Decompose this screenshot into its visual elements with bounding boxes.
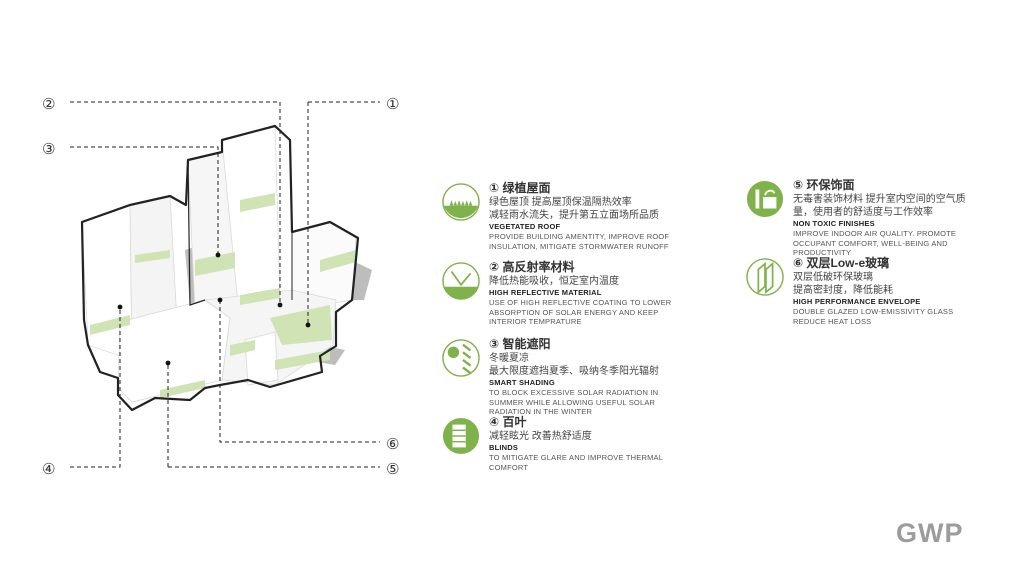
item-en-line: REDUCE HEAT LOSS xyxy=(793,316,872,326)
vegetated-roof-icon xyxy=(442,183,480,221)
item-title: ⑥ 双层Low-e玻璃 xyxy=(793,256,890,270)
item-cn-line: 双层低破环保玻璃 xyxy=(793,272,873,283)
item-en-line: PROVIDE BUILDING AMENTITY, IMPROVE ROOF xyxy=(489,232,670,241)
item-cn-line: 最大限度遮挡夏季、吸纳冬季阳光辐射 xyxy=(489,366,659,377)
reflective-material-icon xyxy=(442,262,480,300)
callout-4: ④ xyxy=(42,460,55,478)
item-en-line: SUMMER WHILE ALLOWING USEFUL SOLAR xyxy=(489,397,656,407)
vegetated-roof-band xyxy=(90,193,356,398)
item-en-line: RADIATION IN THE WINTER xyxy=(489,407,593,416)
item-en-line: DOUBLE GLAZED LOW-EMISSIVITY GLASS xyxy=(793,307,954,316)
callout-6: ⑥ xyxy=(386,435,399,453)
item-en-line: IMPROVE INDOOR AIR QUALITY. PROMOTE xyxy=(793,229,957,238)
item-cn-line: 减轻眩光 改善热舒适度 xyxy=(489,431,592,442)
item-en-line: TO MITIGATE GLARE AND IMPROVE THERMAL xyxy=(489,453,664,462)
item-title: ③ 智能遮阳 xyxy=(489,337,551,351)
smart-shading-icon xyxy=(442,339,480,377)
blinds-icon xyxy=(442,417,480,455)
item-en-title: NON TOXIC FINISHES xyxy=(793,219,875,228)
item-en-line: INSULATION, MITIGATE STORMWATER RUNOFF xyxy=(489,241,669,251)
callout-dots xyxy=(117,252,311,366)
callout-5: ⑤ xyxy=(386,460,399,478)
building-outline xyxy=(80,124,360,412)
item-en-line: USE OF HIGH REFLECTIVE COATING TO LOWER xyxy=(489,298,672,307)
item-en-title: VEGETATED ROOF xyxy=(489,222,561,231)
item-title: ① 绿植屋面 xyxy=(489,181,551,195)
item-en-line: COMFORT xyxy=(489,462,529,472)
item-en-line: ABSORPTION OF SOLAR ENERGY AND KEEP xyxy=(489,307,659,317)
item-cn-line: 无毒害装饰材料 提升室内空间的空气质 xyxy=(793,194,966,205)
callout-3: ③ xyxy=(42,140,55,158)
non-toxic-finishes-icon xyxy=(746,180,784,218)
item-en-title: BLINDS xyxy=(489,443,519,452)
item-cn-line: 降低热能吸收，恒定室内温度 xyxy=(489,276,619,287)
item-title: ⑤ 环保饰面 xyxy=(793,178,855,192)
low-e-glass-icon xyxy=(746,258,784,296)
item-en-line: INTERIOR TEMPRATURE xyxy=(489,317,582,326)
item-en-line: PRODUCTIVITY xyxy=(793,248,852,257)
item-cn-line: 提高密封度，降低能耗 xyxy=(793,285,893,296)
item-en-title: HIGH PERFORMANCE ENVELOPE xyxy=(793,297,921,306)
gwp-logo: GWP xyxy=(896,518,964,548)
item-cn-line: 减轻雨水流失，提升第五立面场所品质 xyxy=(489,210,659,221)
item-en-title: SMART SHADING xyxy=(489,378,555,387)
callout-2: ② xyxy=(42,95,55,113)
item-en-line: OCCUPANT COMFORT, WELL-BEING AND xyxy=(793,238,948,248)
item-en-line: TO BLOCK EXCESSIVE SOLAR RADIATION IN xyxy=(489,388,659,397)
item-title: ② 高反射率材料 xyxy=(489,260,575,274)
item-cn-line: 冬暖夏凉 xyxy=(489,353,529,364)
item-cn-line: 量，使用者的舒适度与工作效率 xyxy=(793,207,933,218)
item-cn-line: 绿色屋顶 提高屋顶保温隔热效率 xyxy=(489,197,632,208)
callout-leaders xyxy=(70,101,380,468)
item-title: ④ 百叶 xyxy=(489,415,527,429)
callout-1: ① xyxy=(386,95,399,113)
item-en-title: HIGH REFLECTIVE MATERIAL xyxy=(489,288,602,297)
building-edge xyxy=(187,159,206,306)
